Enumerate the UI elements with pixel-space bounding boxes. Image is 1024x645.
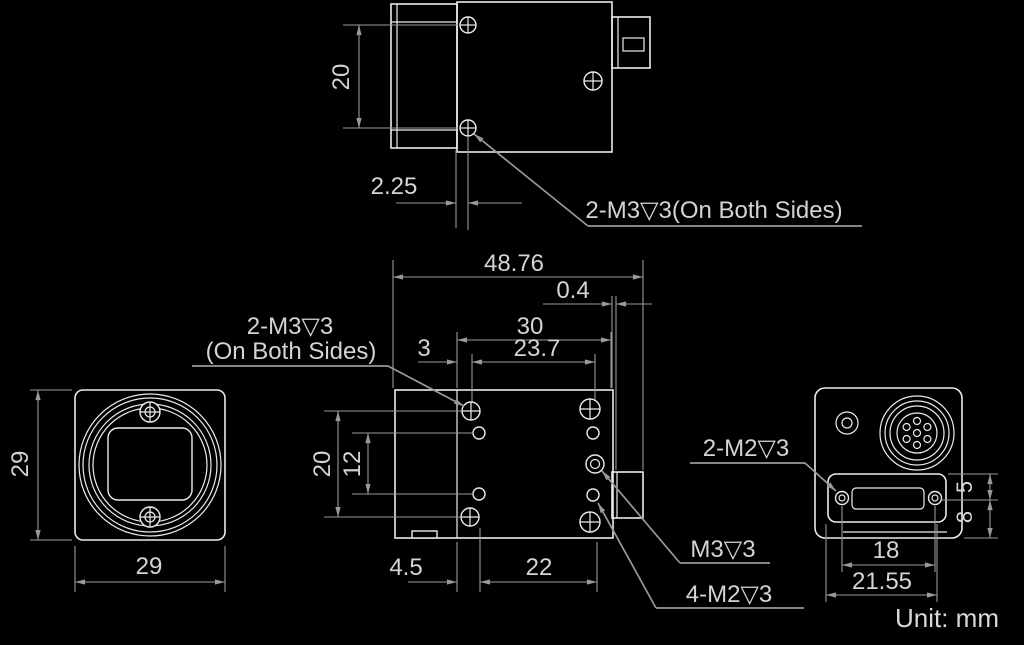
dim-side-screw-spacing: 20	[328, 64, 355, 91]
data-port	[851, 487, 925, 510]
mount-screw-icon	[461, 401, 481, 421]
sensor-aperture	[107, 427, 193, 501]
dim-screw-offset: 2.25	[371, 173, 418, 200]
m2-hole-icon	[472, 426, 486, 440]
label-m3-both-sides-line2: (On Both Sides)	[206, 338, 377, 365]
label-side-screws: 2-M3▽3(On Both Sides)	[585, 197, 842, 224]
connector-slot	[622, 37, 645, 52]
front-body-outline	[74, 389, 226, 541]
label-m3-both-sides-line1: 2-M3▽3	[247, 313, 333, 340]
dim-body-height: 29	[7, 451, 34, 478]
label-tripod-thread: M3▽3	[690, 536, 755, 563]
dim-hole-offset-45: 4.5	[389, 554, 422, 581]
dim-hole-spacing-v20: 20	[309, 451, 336, 478]
front-view: 29 29	[7, 389, 226, 592]
dim-hole-spacing-v12: 12	[339, 451, 366, 478]
bottom-slot	[411, 530, 438, 539]
bottom-view: 48.76 0.4 30 3 23.7 20 12 4.5 22	[192, 250, 804, 609]
label-rear-m2-screws: 2-M2▽3	[703, 435, 789, 462]
dim-recess-width: 21.55	[852, 568, 912, 595]
dim-overall-length: 48.76	[484, 250, 544, 277]
mount-screw-icon	[579, 398, 601, 420]
power-io-connector-icon	[879, 395, 955, 471]
dim-hole-spacing-22: 22	[526, 554, 553, 581]
lens-barrel-outline	[390, 3, 458, 149]
side-screw-icon	[583, 71, 603, 91]
port-screw-icon	[834, 490, 850, 506]
camera-body-outline	[456, 1, 613, 153]
bottom-body-outline	[394, 389, 614, 539]
dim-recess-offset-8: 8	[952, 511, 977, 523]
rear-body-outline	[814, 387, 963, 539]
data-port-recess	[827, 473, 947, 523]
m2-hole-icon	[586, 488, 600, 502]
side-screw-icon	[459, 16, 477, 34]
bottom-connector-stub	[611, 471, 644, 519]
front-screw-icon	[139, 506, 161, 528]
dim-screw-span: 23.7	[514, 335, 561, 362]
dim-body-length: 30	[517, 313, 544, 340]
dim-port-screw-spacing: 18	[873, 537, 900, 564]
side-screw-icon	[459, 119, 477, 137]
dim-rear-gap: 0.4	[556, 277, 589, 304]
led-indicator-icon	[835, 411, 859, 435]
tripod-hole-icon	[585, 454, 605, 474]
rear-view: 18 21.55 5 8 2-M2▽3	[690, 387, 998, 602]
m2-hole-icon	[586, 426, 600, 440]
dim-recess-offset-5: 5	[952, 481, 977, 493]
mount-screw-icon	[460, 507, 480, 527]
m2-hole-icon	[472, 487, 486, 501]
label-m2-holes: 4-M2▽3	[686, 581, 772, 608]
dim-hole-offset: 3	[417, 335, 430, 362]
unit-note: Unit: mm	[895, 603, 999, 633]
dim-body-width: 29	[136, 553, 163, 580]
front-screw-icon	[139, 401, 161, 423]
mount-screw-icon	[579, 511, 601, 533]
port-screw-icon	[927, 490, 943, 506]
rear-connector-stub	[611, 16, 651, 69]
side-view: 20 2.25 2-M3▽3(On Both Sides)	[328, 1, 862, 230]
